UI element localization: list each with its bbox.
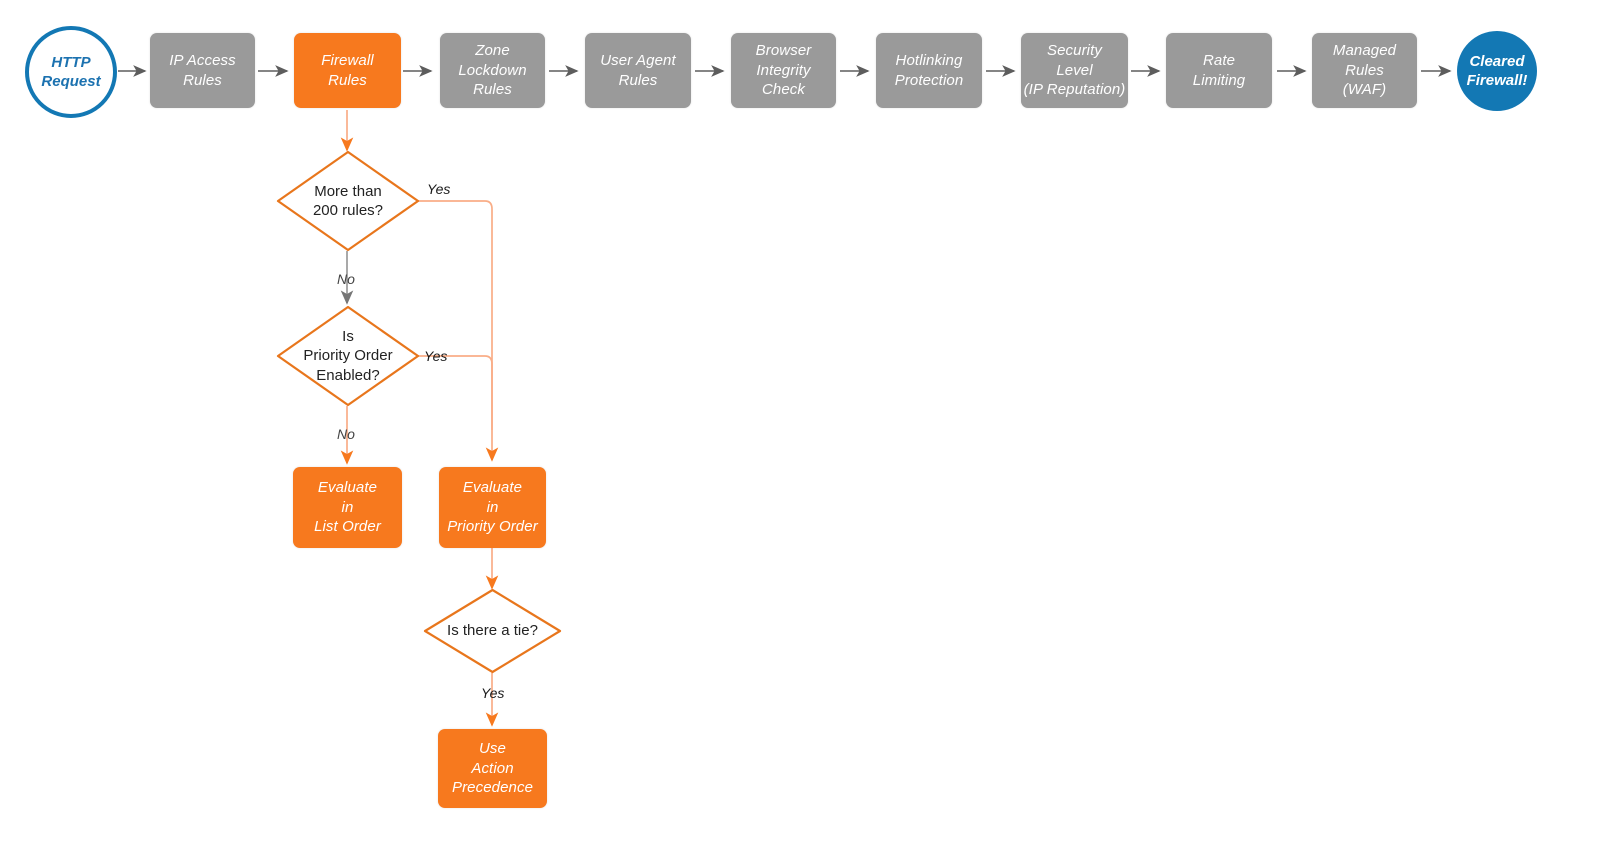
node-label: Use Action Precedence [451,739,534,797]
decision-label: More than 200 rules? [312,182,384,220]
node-use-action-precedence[interactable]: Use Action Precedence [438,729,547,808]
node-evaluate-in-priority-order[interactable]: Evaluate in Priority Order [439,467,546,548]
node-http-request[interactable]: HTTP Request [25,26,117,118]
node-ip-access-rules[interactable]: IP Access Rules [150,33,255,108]
node-label: Rate Limiting [1192,51,1246,89]
node-browser-integrity-check[interactable]: Browser Integrity Check [731,33,836,108]
node-user-agent-rules[interactable]: User Agent Rules [585,33,691,108]
node-evaluate-in-list-order[interactable]: Evaluate in List Order [293,467,402,548]
node-label: Zone Lockdown Rules [458,41,527,99]
decision-label: Is Priority Order Enabled? [303,327,393,384]
edge-label-yes-2: Yes [424,348,448,364]
node-label: HTTP Request [41,53,101,91]
decision-more-than-200-rules[interactable]: More than 200 rules? [276,150,420,252]
decision-is-priority-order-enabled[interactable]: Is Priority Order Enabled? [276,305,420,407]
node-label: Cleared Firewall! [1466,52,1528,90]
node-security-level[interactable]: Security Level (IP Reputation) [1021,33,1128,108]
node-label: IP Access Rules [169,51,236,89]
node-label: Evaluate in List Order [314,478,381,536]
edge-label-no-2: No [337,426,355,442]
node-label: Evaluate in Priority Order [447,478,538,536]
node-hotlinking-protection[interactable]: Hotlinking Protection [876,33,982,108]
node-label: Browser Integrity Check [755,41,812,99]
edge-label-no-1: No [337,271,355,287]
node-firewall-rules[interactable]: Firewall Rules [294,33,401,108]
edge-label-yes-1: Yes [427,181,451,197]
node-rate-limiting[interactable]: Rate Limiting [1166,33,1272,108]
node-zone-lockdown-rules[interactable]: Zone Lockdown Rules [440,33,545,108]
node-label: User Agent Rules [600,51,676,89]
decision-label: Is there a tie? [447,622,538,640]
edge-label-yes-3: Yes [481,685,505,701]
node-label: Security Level (IP Reputation) [1023,41,1126,99]
node-managed-rules-waf[interactable]: Managed Rules (WAF) [1312,33,1417,108]
decision-is-there-a-tie[interactable]: Is there a tie? [423,588,562,674]
node-label: Hotlinking Protection [894,51,964,89]
node-label: Managed Rules (WAF) [1332,41,1397,99]
node-label: Firewall Rules [321,51,374,89]
node-cleared-firewall[interactable]: Cleared Firewall! [1457,31,1537,111]
